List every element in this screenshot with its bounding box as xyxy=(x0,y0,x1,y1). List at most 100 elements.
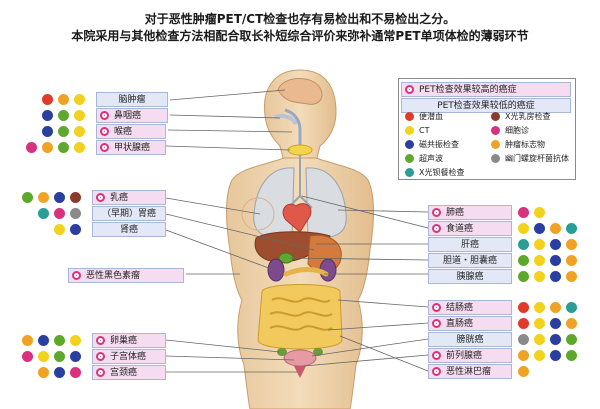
legend-item-label: CT xyxy=(419,126,430,135)
exam-method-dot xyxy=(70,208,81,219)
organ-label: 子宫体癌 xyxy=(92,349,166,364)
exam-method-dot xyxy=(534,255,545,266)
high-effect-icon xyxy=(432,367,441,376)
high-effect-icon xyxy=(96,336,105,345)
organ-name: 肾癌 xyxy=(119,225,138,235)
exam-method-dot xyxy=(54,192,65,203)
exam-method-dot xyxy=(38,351,49,362)
organ-name: 食道癌 xyxy=(446,224,474,234)
title-line-2: 本院采用与其他检查方法相配合取长补短综合评价来弥补通常PET单项体检的薄弱环节 xyxy=(71,29,529,43)
exam-method-dot xyxy=(566,239,577,250)
organ-label: 膀胱癌 xyxy=(428,332,512,347)
exam-method-dot xyxy=(518,366,529,377)
organ-name: 直肠癌 xyxy=(446,319,474,329)
organ-name: 喉癌 xyxy=(114,127,133,137)
organ-name: 鼻咽癌 xyxy=(114,111,142,121)
organ-label: 食道癌 xyxy=(428,221,512,236)
exam-method-dot xyxy=(42,94,53,105)
organ-label: 喉癌 xyxy=(96,124,166,139)
exam-method-dot xyxy=(54,351,65,362)
organ-name: （早期）胃癌 xyxy=(101,209,156,219)
exam-method-dot xyxy=(70,351,81,362)
organ-label: 卵巢癌 xyxy=(92,333,166,348)
legend-low-row: PET检查效果较低的癌症 xyxy=(401,98,571,113)
exam-method-dot xyxy=(518,207,529,218)
exam-method-dot xyxy=(534,318,545,329)
organ-label: 恶性淋巴瘤 xyxy=(428,364,512,379)
exam-method-dot xyxy=(534,239,545,250)
exam-method-dot xyxy=(518,302,529,313)
organ-label: 前列腺癌 xyxy=(428,348,512,363)
legend-item-label: 超声波 xyxy=(419,154,443,163)
exam-method-dot xyxy=(58,142,69,153)
organ-name: 乳癌 xyxy=(110,193,129,203)
high-effect-icon xyxy=(100,143,109,152)
legend-low-label: PET检查效果较低的癌症 xyxy=(437,101,535,111)
nasopharynx-organ xyxy=(273,114,298,126)
high-effect-icon xyxy=(405,85,414,94)
legend-item-label: X光钡餐检查 xyxy=(419,168,465,177)
organ-label: 鼻咽癌 xyxy=(96,108,168,123)
ovary-organ-right xyxy=(313,348,323,356)
organ-label: 肝癌 xyxy=(428,237,512,252)
exam-method-dot xyxy=(58,94,69,105)
exam-method-dot xyxy=(22,351,33,362)
exam-method-dot xyxy=(42,126,53,137)
exam-method-dot xyxy=(518,271,529,282)
exam-method-dot xyxy=(54,367,65,378)
bladder-organ xyxy=(283,349,317,367)
legend-panel: PET检查效果较高的癌症 PET检查效果较低的癌症 便潜血 X光乳房检查 CT 细胞诊… xyxy=(398,78,576,180)
exam-method-dot xyxy=(534,271,545,282)
organ-name: 宫颈癌 xyxy=(110,368,138,378)
legend-item-label: 便潜血 xyxy=(419,112,443,121)
legend-item-label: 细胞诊 xyxy=(505,126,529,135)
exam-method-dot xyxy=(70,224,81,235)
high-effect-icon xyxy=(432,208,441,217)
legend-item-label: X光乳房检查 xyxy=(505,112,551,121)
high-effect-icon xyxy=(432,319,441,328)
organ-name: 脑肿瘤 xyxy=(118,95,146,105)
title-line-1: 对于恶性肿瘤PET/CT检查也存有易检出和不易检出之分。 xyxy=(144,12,456,26)
exam-method-dot xyxy=(518,223,529,234)
exam-method-dot xyxy=(566,302,577,313)
high-effect-icon xyxy=(432,224,441,233)
pancreas-organ xyxy=(283,267,329,277)
breast-shape xyxy=(241,197,275,231)
exam-method-dot xyxy=(54,335,65,346)
legend-color-dot xyxy=(491,140,500,149)
thyroid-organ xyxy=(287,144,313,156)
exam-method-dot xyxy=(26,142,37,153)
legend-color-dot xyxy=(405,140,414,149)
legend-color-dot xyxy=(405,154,414,163)
exam-method-dot xyxy=(550,239,561,250)
legend-high-row: PET检查效果较高的癌症 xyxy=(401,82,571,97)
organ-label: 结肠癌 xyxy=(428,300,512,315)
exam-method-dot xyxy=(534,207,545,218)
exam-method-dot xyxy=(54,224,65,235)
exam-method-dot xyxy=(22,192,33,203)
organ-name: 恶性淋巴瘤 xyxy=(446,367,492,377)
high-effect-icon xyxy=(432,303,441,312)
organ-label: 宫颈癌 xyxy=(92,365,166,380)
exam-method-dot xyxy=(58,126,69,137)
exam-method-dot xyxy=(550,223,561,234)
organ-name: 结肠癌 xyxy=(446,303,474,313)
small-intestine-coils xyxy=(269,297,333,331)
organ-label: （早期）胃癌 xyxy=(92,206,166,221)
cervix-organ xyxy=(294,366,306,378)
kidney-organ xyxy=(267,258,285,282)
exam-method-dot xyxy=(518,255,529,266)
exam-method-dot xyxy=(70,192,81,203)
exam-method-dot xyxy=(22,335,33,346)
exam-method-dot xyxy=(38,367,49,378)
legend-color-dot xyxy=(405,112,414,121)
organ-label: 胆道・胆囊癌 xyxy=(428,253,512,268)
legend-color-dot xyxy=(491,112,500,121)
exam-method-dot xyxy=(38,208,49,219)
organ-label: 脑肿瘤 xyxy=(96,92,168,107)
exam-method-dot xyxy=(42,142,53,153)
exam-method-dot xyxy=(566,334,577,345)
organ-name: 肺癌 xyxy=(446,208,465,218)
brain-organ xyxy=(277,78,323,105)
